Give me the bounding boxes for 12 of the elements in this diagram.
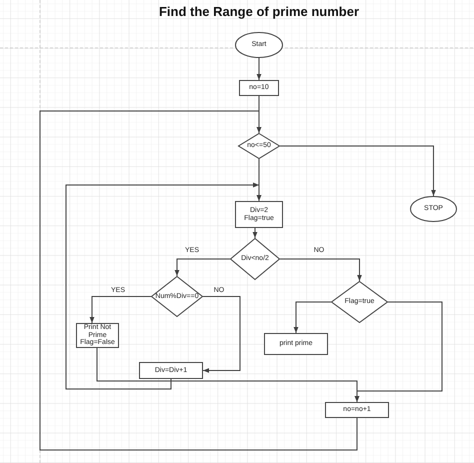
diagram-title: Find the Range of prime number (158, 4, 360, 20)
process-box (239, 80, 279, 96)
process-box (235, 201, 283, 228)
terminal-oval (235, 32, 283, 58)
terminal-oval (410, 196, 457, 222)
decision-diamond (151, 276, 203, 317)
process-box (139, 362, 203, 379)
process-box (264, 333, 328, 355)
decision-diamond (331, 281, 388, 323)
decision-diamond (230, 238, 280, 280)
decision-diamond (238, 133, 280, 159)
process-box (325, 402, 389, 418)
